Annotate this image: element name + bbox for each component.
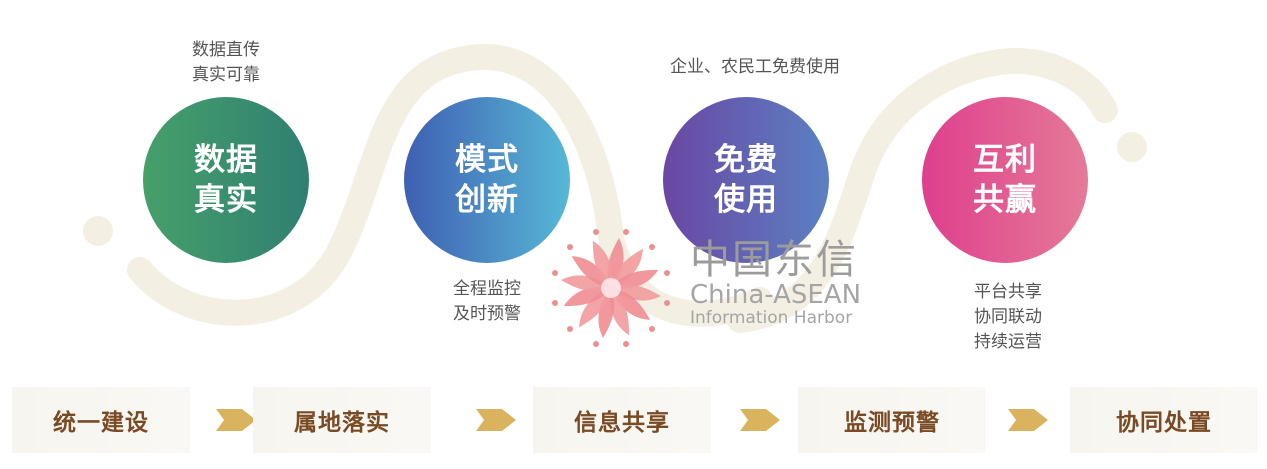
step-monitoring-warning: 监测预警 [798, 387, 986, 453]
lotus-petal [561, 275, 611, 292]
lotus-dot [552, 300, 558, 306]
lotus-petal [571, 256, 611, 288]
circle-label-line: 互利 [973, 142, 1037, 178]
lotus-dot [649, 326, 655, 332]
note-line: 数据直传 [192, 40, 260, 60]
swirl-dot-right [1117, 132, 1147, 162]
lotus-dot [623, 341, 629, 347]
note-line: 平台共享 [974, 282, 1042, 302]
circle-free-use: 免费 使用 [663, 97, 829, 263]
note-line: 及时预警 [453, 304, 521, 324]
swirl-dot-left [83, 216, 113, 246]
circle-label-line: 共赢 [973, 182, 1037, 218]
note-line: 持续运营 [974, 332, 1042, 352]
arrow-right-icon [740, 409, 780, 431]
logo-name-en: China-ASEAN [690, 280, 862, 310]
circle-mutual-benefit: 互利 共赢 [922, 97, 1088, 263]
lotus-dot [593, 229, 599, 235]
lotus-flower-icon [552, 229, 670, 347]
circle-label-line: 免费 [714, 142, 778, 178]
lotus-center [601, 278, 621, 298]
lotus-dot [664, 300, 670, 306]
circle-label-line: 模式 [455, 142, 519, 178]
logo-subtitle-en: Information Harbor [690, 308, 853, 328]
circle-data-authentic: 数据 真实 [143, 97, 309, 263]
note-platform-sharing: 平台共享 协同联动 持续运营 [948, 280, 1068, 355]
lotus-petal [598, 288, 615, 338]
note-free-use: 企业、农民工免费使用 [640, 55, 870, 80]
watermark-logo: 中国东信 China-ASEAN Information Harbor [690, 238, 861, 328]
circle-label-line: 数据 [194, 142, 258, 178]
lotus-petal [610, 288, 630, 336]
lotus-dot [593, 341, 599, 347]
step-unified-construction: 统一建设 [12, 387, 190, 453]
lotus-dot [649, 244, 655, 250]
note-line: 协同联动 [974, 307, 1042, 327]
lotus-dot [567, 244, 573, 250]
lotus-petal [611, 248, 643, 288]
circle-label-line: 创新 [455, 182, 519, 218]
step-local-implementation: 属地落实 [253, 387, 431, 453]
circle-mode-innovation: 模式 创新 [404, 97, 570, 263]
arrow-right-icon [1008, 409, 1048, 431]
lotus-dot [664, 270, 670, 276]
circle-label-line: 真实 [194, 182, 258, 218]
lotus-dot [552, 270, 558, 276]
lotus-petal [611, 284, 661, 301]
step-coordinated-handling: 协同处置 [1070, 387, 1258, 453]
lotus-petal [611, 269, 659, 289]
note-line: 真实可靠 [192, 65, 260, 85]
lotus-dot [567, 326, 573, 332]
lotus-petal [579, 288, 611, 328]
arrow-right-icon [476, 409, 516, 431]
note-data-direct: 数据直传 真实可靠 [166, 38, 286, 88]
circle-label-line: 使用 [714, 182, 778, 218]
step-info-sharing: 信息共享 [533, 387, 711, 453]
note-line: 全程监控 [453, 279, 521, 299]
note-monitoring: 全程监控 及时预警 [427, 277, 547, 327]
note-line: 企业、农民工免费使用 [670, 57, 840, 77]
lotus-petal [611, 288, 651, 320]
lotus-dot [623, 229, 629, 235]
logo-name-cn: 中国东信 [690, 237, 858, 283]
swirl-path-right [727, 48, 1118, 333]
arrow-right-icon [216, 409, 256, 431]
lotus-petal [592, 240, 612, 288]
lotus-petal [563, 287, 611, 307]
